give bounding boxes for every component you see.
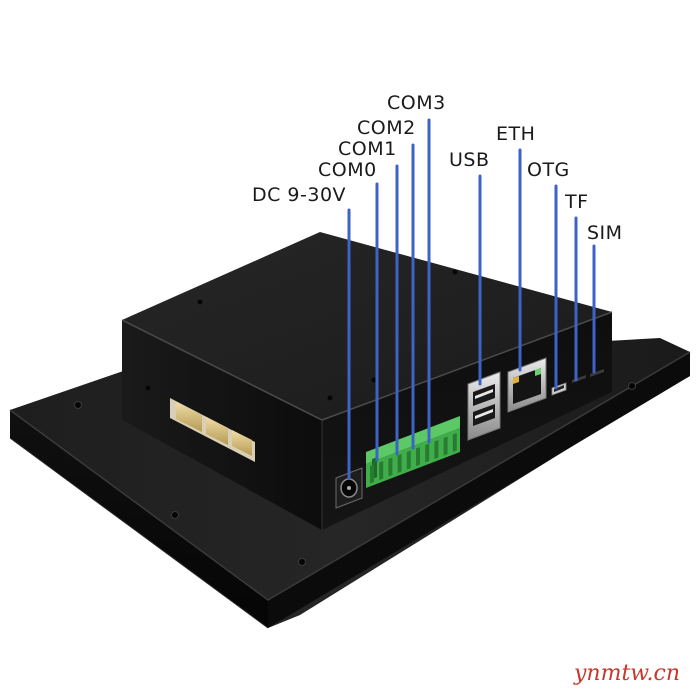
dc-jack <box>335 467 363 509</box>
label-sim: SIM <box>587 222 623 244</box>
terminal-slot <box>388 457 393 477</box>
plate-screws <box>74 382 636 566</box>
terminal-slot <box>434 440 439 459</box>
terminal-slot <box>425 443 430 463</box>
label-eth: ETH <box>496 123 536 145</box>
label-otg: OTG <box>527 159 570 181</box>
terminal-slot <box>416 447 420 466</box>
terminal-slot <box>379 461 384 480</box>
label-com1: COM1 <box>338 138 397 160</box>
usb-ports <box>467 371 501 441</box>
pointer-lines <box>347 118 596 480</box>
label-tf: TF <box>565 191 589 213</box>
label-dc: DC 9-30V <box>252 184 347 206</box>
label-com2: COM2 <box>357 117 416 139</box>
box-screws <box>145 269 458 401</box>
terminal-slot <box>443 436 448 456</box>
label-com3: COM3 <box>387 92 446 114</box>
terminal-slot <box>397 454 402 473</box>
terminal-slot <box>406 450 411 470</box>
label-usb: USB <box>449 149 490 171</box>
side-connector <box>170 398 255 462</box>
terminal-slot <box>452 433 457 452</box>
terminal-slot <box>370 464 374 484</box>
otg-port <box>551 382 567 396</box>
label-com0: COM0 <box>318 159 377 181</box>
watermark: ynmtw.cn <box>573 661 680 686</box>
ethernet-port <box>507 357 547 413</box>
